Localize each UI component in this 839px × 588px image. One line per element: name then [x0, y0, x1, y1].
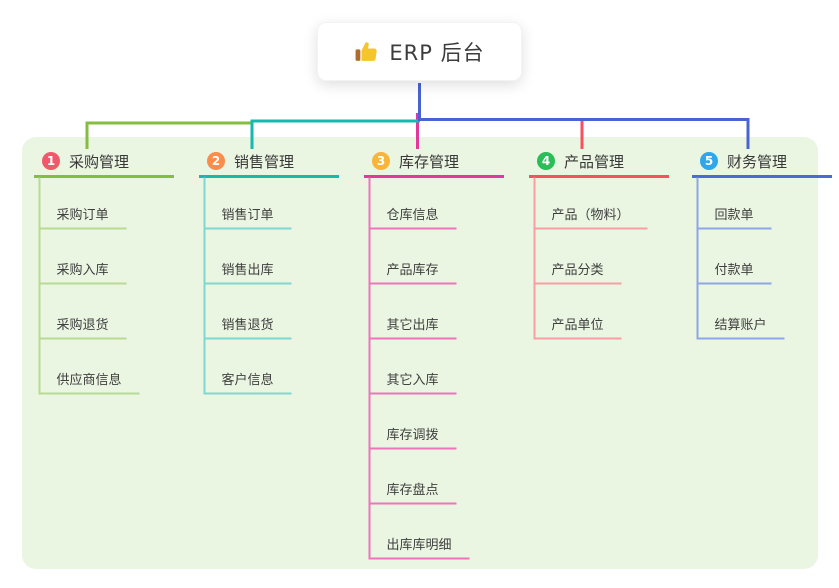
branch-node[interactable]: 4 产品管理: [537, 150, 624, 172]
branch-number-badge: 4: [537, 152, 555, 170]
child-node[interactable]: 采购订单: [56, 207, 109, 223]
branch-node-label: 销售管理: [234, 152, 295, 171]
child-node[interactable]: 回款单: [714, 207, 754, 223]
child-node[interactable]: 库存调拨: [386, 427, 439, 443]
branch-node-label: 财务管理: [727, 152, 788, 171]
child-node[interactable]: 产品（物料）: [551, 207, 630, 223]
branch-node-label: 库存管理: [399, 152, 460, 171]
child-node[interactable]: 其它入库: [386, 372, 439, 388]
child-node[interactable]: 产品库存: [386, 262, 439, 278]
child-node[interactable]: 供应商信息: [56, 372, 122, 388]
child-node[interactable]: 销售出库: [221, 262, 274, 278]
child-node[interactable]: 采购入库: [56, 262, 109, 278]
child-node[interactable]: 出库库明细: [386, 537, 452, 553]
thumbs-up-icon: [354, 39, 379, 64]
branch-number-badge: 1: [42, 152, 60, 170]
child-node[interactable]: 产品单位: [551, 317, 604, 333]
branch-node[interactable]: 3 库存管理: [372, 150, 459, 172]
child-node[interactable]: 付款单: [714, 262, 754, 278]
child-node[interactable]: 结算账户: [714, 317, 767, 333]
child-node[interactable]: 客户信息: [221, 372, 274, 388]
root-node[interactable]: ERP 后台: [317, 22, 522, 81]
branch-number-badge: 2: [207, 152, 225, 170]
branch-number-badge: 5: [700, 152, 718, 170]
branch-number-badge: 3: [372, 152, 390, 170]
branch-node[interactable]: 2 销售管理: [207, 150, 294, 172]
child-node[interactable]: 销售订单: [221, 207, 274, 223]
branch-node[interactable]: 5 财务管理: [700, 150, 787, 172]
branch-node[interactable]: 1 采购管理: [42, 150, 129, 172]
branches-panel: [22, 137, 818, 569]
child-node[interactable]: 仓库信息: [386, 207, 439, 223]
child-node[interactable]: 采购退货: [56, 317, 109, 333]
root-node-label: ERP 后台: [389, 40, 485, 65]
child-node[interactable]: 产品分类: [551, 262, 604, 278]
branch-node-label: 采购管理: [69, 152, 130, 171]
child-node[interactable]: 库存盘点: [386, 482, 439, 498]
branch-node-label: 产品管理: [564, 152, 625, 171]
child-node[interactable]: 销售退货: [221, 317, 274, 333]
child-node[interactable]: 其它出库: [386, 317, 439, 333]
